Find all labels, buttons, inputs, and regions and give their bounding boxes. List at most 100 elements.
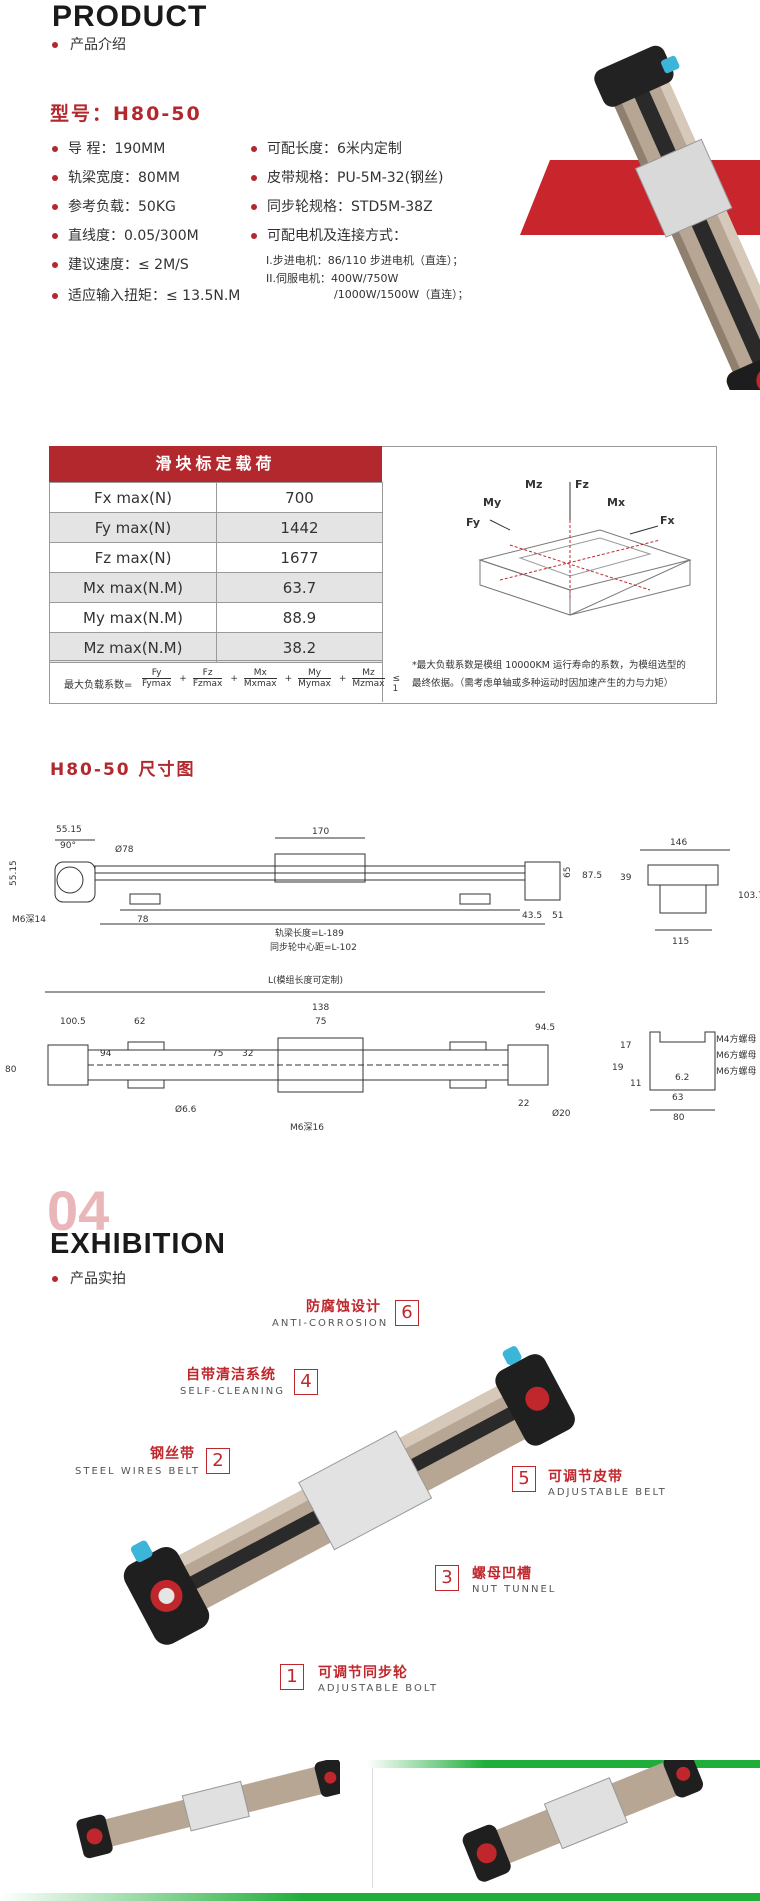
label-fy: Fy — [466, 516, 480, 529]
spec-item: 直线度：0.05/300M — [52, 225, 240, 254]
feature-en: STEEL WIRES BELT — [75, 1466, 200, 1477]
feature-number: 6 — [395, 1300, 419, 1326]
feature-number: 5 — [512, 1466, 536, 1492]
dim-label: M6方螺母 — [716, 1065, 757, 1077]
feature-cn: 可调节皮带 — [548, 1469, 623, 1485]
dimension-drawing: 55.15 90° Ø78 170 55.15 M6深14 78 43.5 51… — [5, 825, 760, 1133]
dim-label: 103.7 — [738, 891, 760, 901]
specs-left: 导 程：190MM 轨梁宽度：80MM 参考负载：50KG 直线度：0.05/3… — [52, 138, 240, 314]
label-mx: Mx — [607, 496, 625, 509]
feature-en: ADJUSTABLE BOLT — [318, 1683, 439, 1694]
dim-label: 94 — [100, 1049, 112, 1059]
label-mz: Mz — [525, 478, 542, 491]
row-value: 38.2 — [216, 632, 383, 663]
formula-label: 最大负载系数= — [64, 680, 133, 691]
dim-label: 11 — [630, 1079, 641, 1089]
feature-number: 4 — [294, 1369, 318, 1395]
load-table-header: 滑块标定载荷 — [49, 446, 382, 482]
feature-en: ADJUSTABLE BELT — [548, 1487, 667, 1498]
dim-label: L(模组长度可定制) — [268, 974, 343, 986]
row-label: Mz max(N.M) — [49, 632, 217, 663]
spec-item: 导 程：190MM — [52, 138, 240, 167]
dim-label: 78 — [137, 915, 149, 925]
label-fz: Fz — [575, 478, 589, 491]
row-value: 700 — [216, 482, 383, 513]
dim-label: 75 — [212, 1049, 223, 1059]
dim-label: 32 — [242, 1049, 253, 1059]
dim-label: Ø6.6 — [175, 1104, 197, 1115]
row-label: Mx max(N.M) — [49, 572, 217, 603]
dim-label: 19 — [612, 1063, 624, 1073]
dim-label: 6.2 — [675, 1073, 689, 1083]
model-title: 型号：H80-50 — [50, 103, 202, 125]
label-fx: Fx — [660, 514, 675, 527]
dim-label: 43.5 — [522, 911, 542, 921]
row-value: 88.9 — [216, 602, 383, 633]
spec-item: 皮带规格：PU-5M-32(钢丝) — [251, 167, 444, 196]
feature-en: NUT TUNNEL — [472, 1584, 557, 1595]
exhibition-title: EXHIBITION — [50, 1228, 226, 1260]
dim-label: 75 — [315, 1017, 326, 1027]
axis-diagram: Mz Fz My Mx Fy Fx — [466, 478, 692, 616]
dim-label: 51 — [552, 911, 563, 921]
feature-number: 1 — [280, 1664, 304, 1690]
row-value: 1677 — [216, 542, 383, 573]
feature-cn: 自带清洁系统 — [186, 1367, 276, 1383]
dim-label: 170 — [312, 827, 329, 837]
motor-stepper: I.步进电机：86/110 步进电机（直连）； — [266, 254, 464, 267]
label-my: My — [483, 496, 501, 509]
dim-label: 同步轮中心距=L-102 — [270, 941, 357, 953]
dim-label: M6深14 — [12, 914, 46, 925]
row-label: My max(N.M) — [49, 602, 217, 633]
dim-label: 55.15 — [9, 860, 19, 886]
feature-cn: 防腐蚀设计 — [306, 1299, 381, 1315]
feature-cn: 钢丝带 — [150, 1446, 195, 1462]
dim-label: 146 — [670, 838, 687, 848]
feature-number: 3 — [435, 1565, 459, 1591]
spec-item: 可配长度：6米内定制 — [251, 138, 444, 167]
dim-label: 94.5 — [535, 1023, 555, 1033]
product-subtitle: 产品介绍 — [52, 34, 126, 54]
dim-label: Ø78 — [115, 844, 134, 855]
dim-label: 115 — [672, 937, 689, 947]
dim-label: 87.5 — [582, 871, 602, 881]
spec-item: 同步轮规格：STD5M-38Z — [251, 196, 444, 225]
dim-label: 80 — [5, 1065, 17, 1075]
row-label: Fz max(N) — [49, 542, 217, 573]
feature-en: ANTI-CORROSION — [272, 1318, 389, 1329]
dim-label: Ø20 — [552, 1108, 571, 1119]
spec-item: 建议速度：≤ 2M/S — [52, 254, 240, 285]
dim-label: 轨梁长度=L-189 — [275, 927, 344, 939]
exhibition-subtitle: 产品实拍 — [52, 1268, 126, 1288]
motor-servo-cont: /1000W/1500W（直连）； — [334, 288, 469, 301]
dim-label: 100.5 — [60, 1017, 86, 1027]
spec-item: 适应输入扭矩：≤ 13.5N.M — [52, 285, 240, 314]
dim-label: 63 — [672, 1093, 683, 1103]
dimension-title: H80-50 尺寸图 — [50, 760, 196, 780]
row-value: 1442 — [216, 512, 383, 543]
feature-cn: 螺母凹槽 — [472, 1566, 532, 1582]
row-label: Fy max(N) — [49, 512, 217, 543]
load-note-2: 最终依据。（需考虑单轴或多种运动时因加速产生的力与力矩） — [412, 678, 674, 689]
gallery-divider — [372, 1768, 373, 1888]
spec-item: 可配电机及连接方式： — [251, 225, 444, 249]
product-hero-image — [520, 45, 760, 390]
load-note-1: *最大负载系数是模组 10000KM 运行寿命的系数，为模组选型的 — [412, 660, 686, 671]
gallery-image-1 — [76, 1760, 340, 1859]
feature-en: SELF-CLEANING — [180, 1386, 285, 1397]
feature-cn: 可调节同步轮 — [318, 1665, 408, 1681]
dim-label: M6方螺母 — [716, 1049, 757, 1061]
dim-label: 22 — [518, 1099, 529, 1109]
exhibition-number: 04 — [47, 1179, 110, 1242]
specs-right: 可配长度：6米内定制 皮带规格：PU-5M-32(钢丝) 同步轮规格：STD5M… — [251, 138, 444, 249]
row-value: 63.7 — [216, 572, 383, 603]
gallery-image-2 — [462, 1760, 703, 1882]
dim-label: M6深16 — [290, 1122, 324, 1133]
dim-label: 17 — [620, 1041, 631, 1051]
